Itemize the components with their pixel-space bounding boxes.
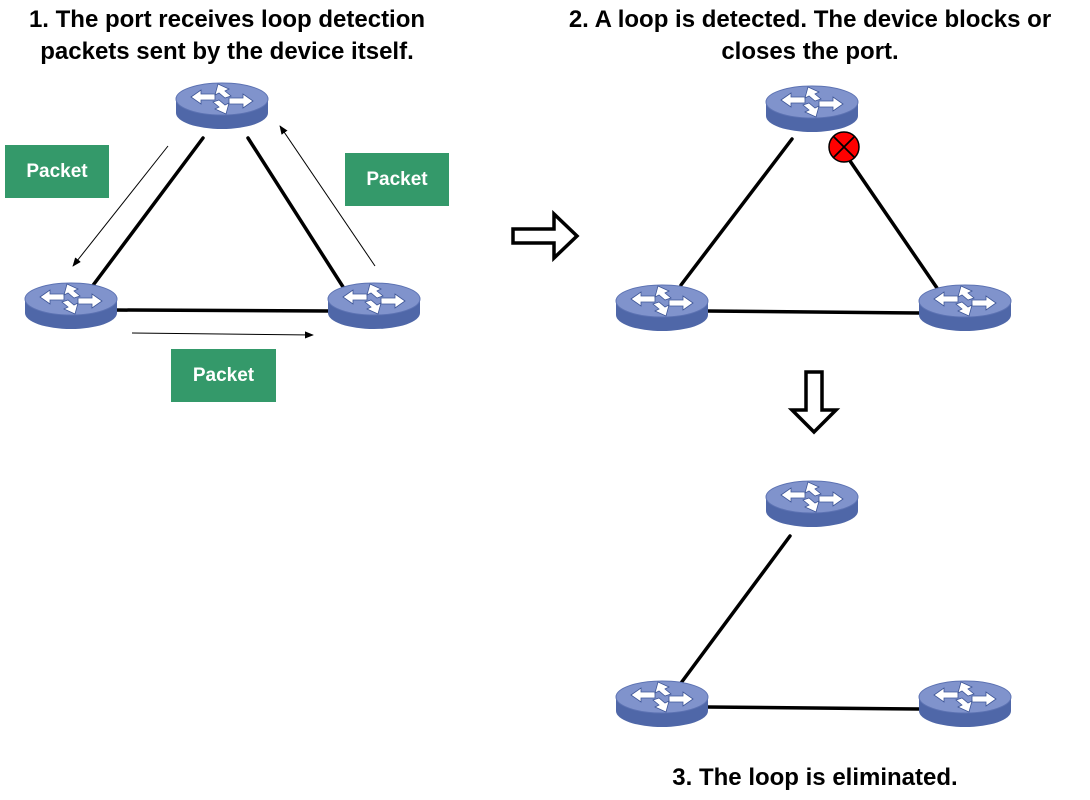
switch-icon bbox=[918, 680, 1012, 728]
step-1-caption: 1. The port receives loop detection pack… bbox=[0, 4, 454, 68]
switch-icon bbox=[765, 480, 859, 528]
packet-flow-arrow-up bbox=[279, 125, 376, 267]
link-top-right bbox=[833, 137, 939, 290]
packet-label-1: Packet bbox=[5, 145, 109, 198]
step-2-topology bbox=[615, 85, 1012, 332]
switch-icon bbox=[615, 680, 709, 728]
step-1-topology bbox=[24, 82, 421, 339]
packet-label-3: Packet bbox=[171, 349, 276, 402]
link-left-right bbox=[705, 309, 922, 315]
link-left-right bbox=[705, 705, 922, 711]
packet-label-2: Packet bbox=[345, 153, 449, 206]
switch-icon bbox=[24, 282, 118, 330]
link-top-right bbox=[246, 136, 347, 292]
switch-icon bbox=[615, 284, 709, 332]
link-left-right bbox=[112, 308, 332, 313]
step-3-topology bbox=[615, 480, 1012, 728]
packet-flow-arrow-down-left bbox=[72, 145, 169, 267]
hollow-arrow-right-icon bbox=[511, 209, 580, 263]
packet-flow-arrow-right bbox=[131, 331, 314, 339]
hollow-arrow-down-icon bbox=[787, 370, 841, 435]
step-2-caption-line-1: 2. A loop is detected. The device blocks… bbox=[568, 6, 1052, 33]
step-2-caption: 2. A loop is detected. The device blocks… bbox=[530, 4, 1090, 68]
switch-icon bbox=[918, 284, 1012, 332]
step-1-caption-line-1: 1. The port receives loop detection bbox=[28, 6, 426, 33]
switch-icon bbox=[765, 85, 859, 133]
step-2-caption-line-2: closes the port. bbox=[721, 38, 899, 65]
link-top-left bbox=[679, 534, 792, 685]
step-1-caption-line-2: packets sent by the device itself. bbox=[40, 38, 414, 65]
link-top-left bbox=[89, 136, 205, 290]
switch-icon bbox=[327, 282, 421, 330]
blocked-port-icon bbox=[828, 131, 860, 163]
link-top-left bbox=[679, 137, 794, 287]
step-3-caption: 3. The loop is eliminated. bbox=[672, 764, 958, 791]
switch-icon bbox=[175, 82, 269, 130]
